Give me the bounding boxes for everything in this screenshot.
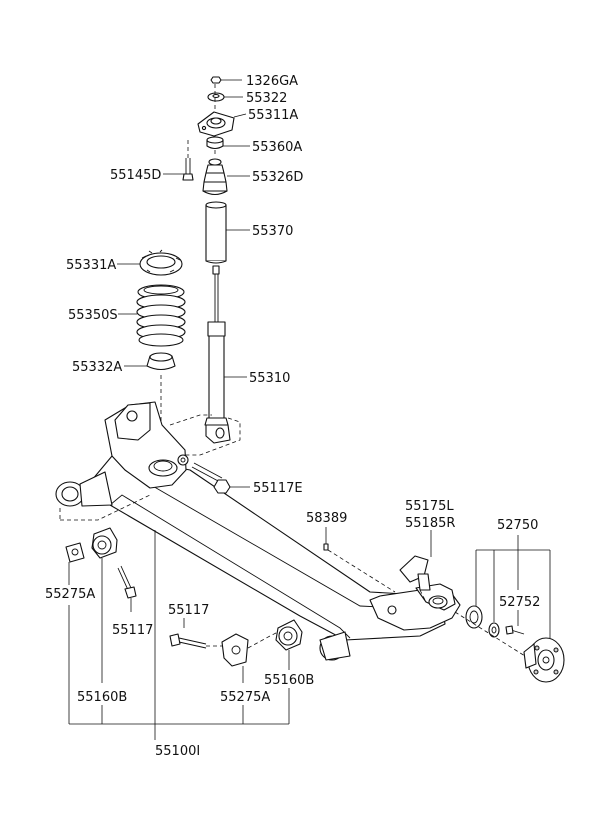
- part-55311a-strut-mount: [197, 111, 247, 137]
- label-55175l: 55175L: [405, 499, 454, 514]
- shock-mount-bracket-outline: [169, 414, 241, 456]
- part-55350s-coil-spring: [118, 284, 186, 347]
- label-55360a: 55360A: [252, 140, 302, 155]
- part-55360a-insulator: [206, 136, 250, 150]
- label-55160b-right: 55160B: [264, 673, 314, 688]
- label-1326ga: 1326GA: [246, 74, 298, 89]
- part-55326d-bump-stopper: [202, 158, 250, 196]
- part-55175l-55185r-bracket: [399, 530, 432, 591]
- label-55332a: 55332A: [72, 360, 122, 375]
- label-55117e: 55117E: [253, 481, 303, 496]
- part-55160b-bushing-left: [91, 527, 118, 683]
- part-55275a-bracket-left: [65, 542, 85, 585]
- leader-55100i-tree: [68, 530, 290, 740]
- part-wheel-hub-flange: [523, 637, 565, 683]
- label-52752: 52752: [499, 595, 540, 610]
- label-55350s: 55350S: [68, 308, 118, 323]
- label-55275a-center: 55275A: [220, 690, 270, 705]
- label-55145d: 55145D: [110, 168, 161, 183]
- label-55370: 55370: [252, 224, 293, 239]
- label-55160b-left: 55160B: [77, 690, 127, 705]
- label-55275a-left: 55275A: [45, 587, 95, 602]
- label-55117-left: 55117: [112, 623, 153, 638]
- part-55100i-torsion-beam-axle: [55, 401, 461, 661]
- part-1326ga-nut: [210, 76, 242, 84]
- label-52750: 52750: [497, 518, 538, 533]
- part-52752-wheel-bolt: [505, 625, 525, 635]
- label-55117-center: 55117: [168, 603, 209, 618]
- label-55185r: 55185R: [405, 516, 455, 531]
- part-55145d-bolt: [163, 140, 194, 181]
- part-55160b-bushing-right: [275, 619, 303, 670]
- leader-52750-bracket: [475, 535, 551, 638]
- part-55332a-spring-pad-lower: [124, 352, 176, 371]
- part-55322-washer: [207, 92, 243, 102]
- part-55331a-spring-pad-upper: [117, 249, 183, 276]
- label-55311a: 55311A: [248, 108, 298, 123]
- part-55117e-bolt: [191, 462, 250, 494]
- part-55370-dust-cover: [205, 201, 250, 264]
- label-55100i: 55100I: [155, 744, 200, 759]
- part-58389-screw: [323, 527, 396, 593]
- label-55322: 55322: [246, 91, 287, 106]
- label-55331a: 55331A: [66, 258, 116, 273]
- label-58389: 58389: [306, 511, 347, 526]
- label-55326d: 55326D: [252, 170, 303, 185]
- label-55310: 55310: [249, 371, 290, 386]
- part-52750-hub-assembly: [465, 605, 500, 638]
- part-55275a-bracket-center: [221, 633, 249, 683]
- part-55117-bolt-left: [117, 565, 137, 612]
- part-55310-shock-absorber: [204, 265, 247, 444]
- part-55117-bolt-center: [169, 618, 207, 649]
